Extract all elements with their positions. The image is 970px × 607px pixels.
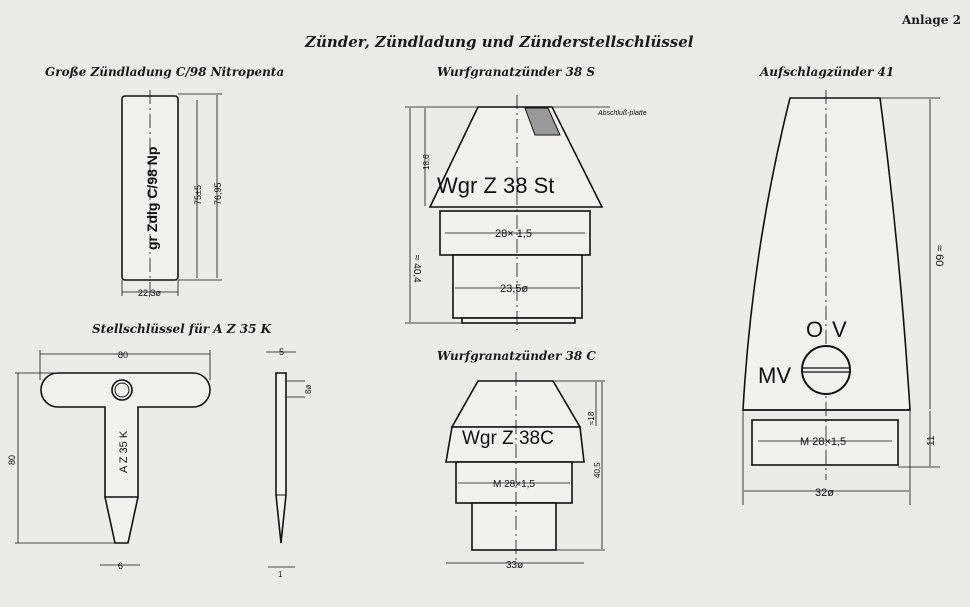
fuze-41-dim-thread: M 28×1,5 [800,436,846,448]
charge-dim-diameter: 22,3ø [138,288,162,298]
fuze-38s-drawing: Wgr Z 38 St Abschluß-platte ≈ 40,4 18,6 … [405,95,647,330]
heading-charge: Große Zündladung C/98 Nitropenta [45,65,285,79]
fuze-38s-marking: Wgr Z 38 St [437,173,554,198]
fuze-38c-dim-thread: M 28×1,5 [493,479,535,490]
fuze-38s-dim-cone: 18,6 [422,154,431,170]
key-dim-tip: 6 [118,561,123,571]
fuze-41-dim-diameter: 32ø [815,487,834,499]
key-dim-thickness: 5 [279,347,284,357]
key-dim-width: 80 [118,350,128,360]
fuze-41-drawing: O V MV ≈ 60 11 M 28×1,5 32ø [742,90,945,505]
fuze-41-label-mv: MV [758,363,791,388]
fuze-41-dim-height: ≈ 60 [933,245,945,266]
charge-dim-total: 76,95 [213,182,223,205]
fuze-38c-dim-diameter: 33ø [506,560,523,571]
charge-dim-inner: 75±5 [193,185,203,205]
charge-marking: gr Zdlg C/98 Np [144,147,160,250]
fuze-41-dim-thread-height: 11 [926,435,937,446]
fuze-41-label-o: O [806,317,823,342]
heading-fuze-38s: Wurfgranatzünder 38 S [437,65,596,79]
fuze-38c-dim-cone: ≈18 [587,411,596,425]
key-drawing: 80 80 6 A Z 35 K 5 8ø 1 [7,347,313,579]
heading-fuze-41: Aufschlagzünder 41 [760,65,895,79]
page-label: Anlage 2 [902,13,961,27]
key-dim-hole: 8ø [304,385,313,394]
fuze-38s-callout: Abschluß-platte [597,110,647,117]
charge-drawing: gr Zdlg C/98 Np 75±5 76,95 22,3ø [121,90,223,298]
fuze-41-label-v: V [832,317,847,342]
heading-fuze-38c: Wurfgranatzünder 38 C [437,349,596,363]
page-title: Zünder, Zündladung und Zünderstellschlüs… [305,33,694,51]
fuze-38s-dim-diameter: 23,5ø [500,283,528,295]
fuze-38c-dim-total: 40,5 [593,462,602,478]
fuze-38c-marking: Wgr Z 38C [462,428,554,449]
key-dim-height: 80 [7,455,17,465]
fuze-38s-dim-thread: 28× 1,5 [495,228,532,240]
key-dim-tip-side: 1 [278,570,283,579]
fuze-38s-dim-total: ≈ 40,4 [411,255,422,283]
heading-key: Stellschlüssel für A Z 35 K [92,322,272,336]
key-marking: A Z 35 K [118,430,130,473]
fuze-38c-drawing: Wgr Z 38C M 28×1,5 33ø ≈18 40,5 [445,372,605,571]
